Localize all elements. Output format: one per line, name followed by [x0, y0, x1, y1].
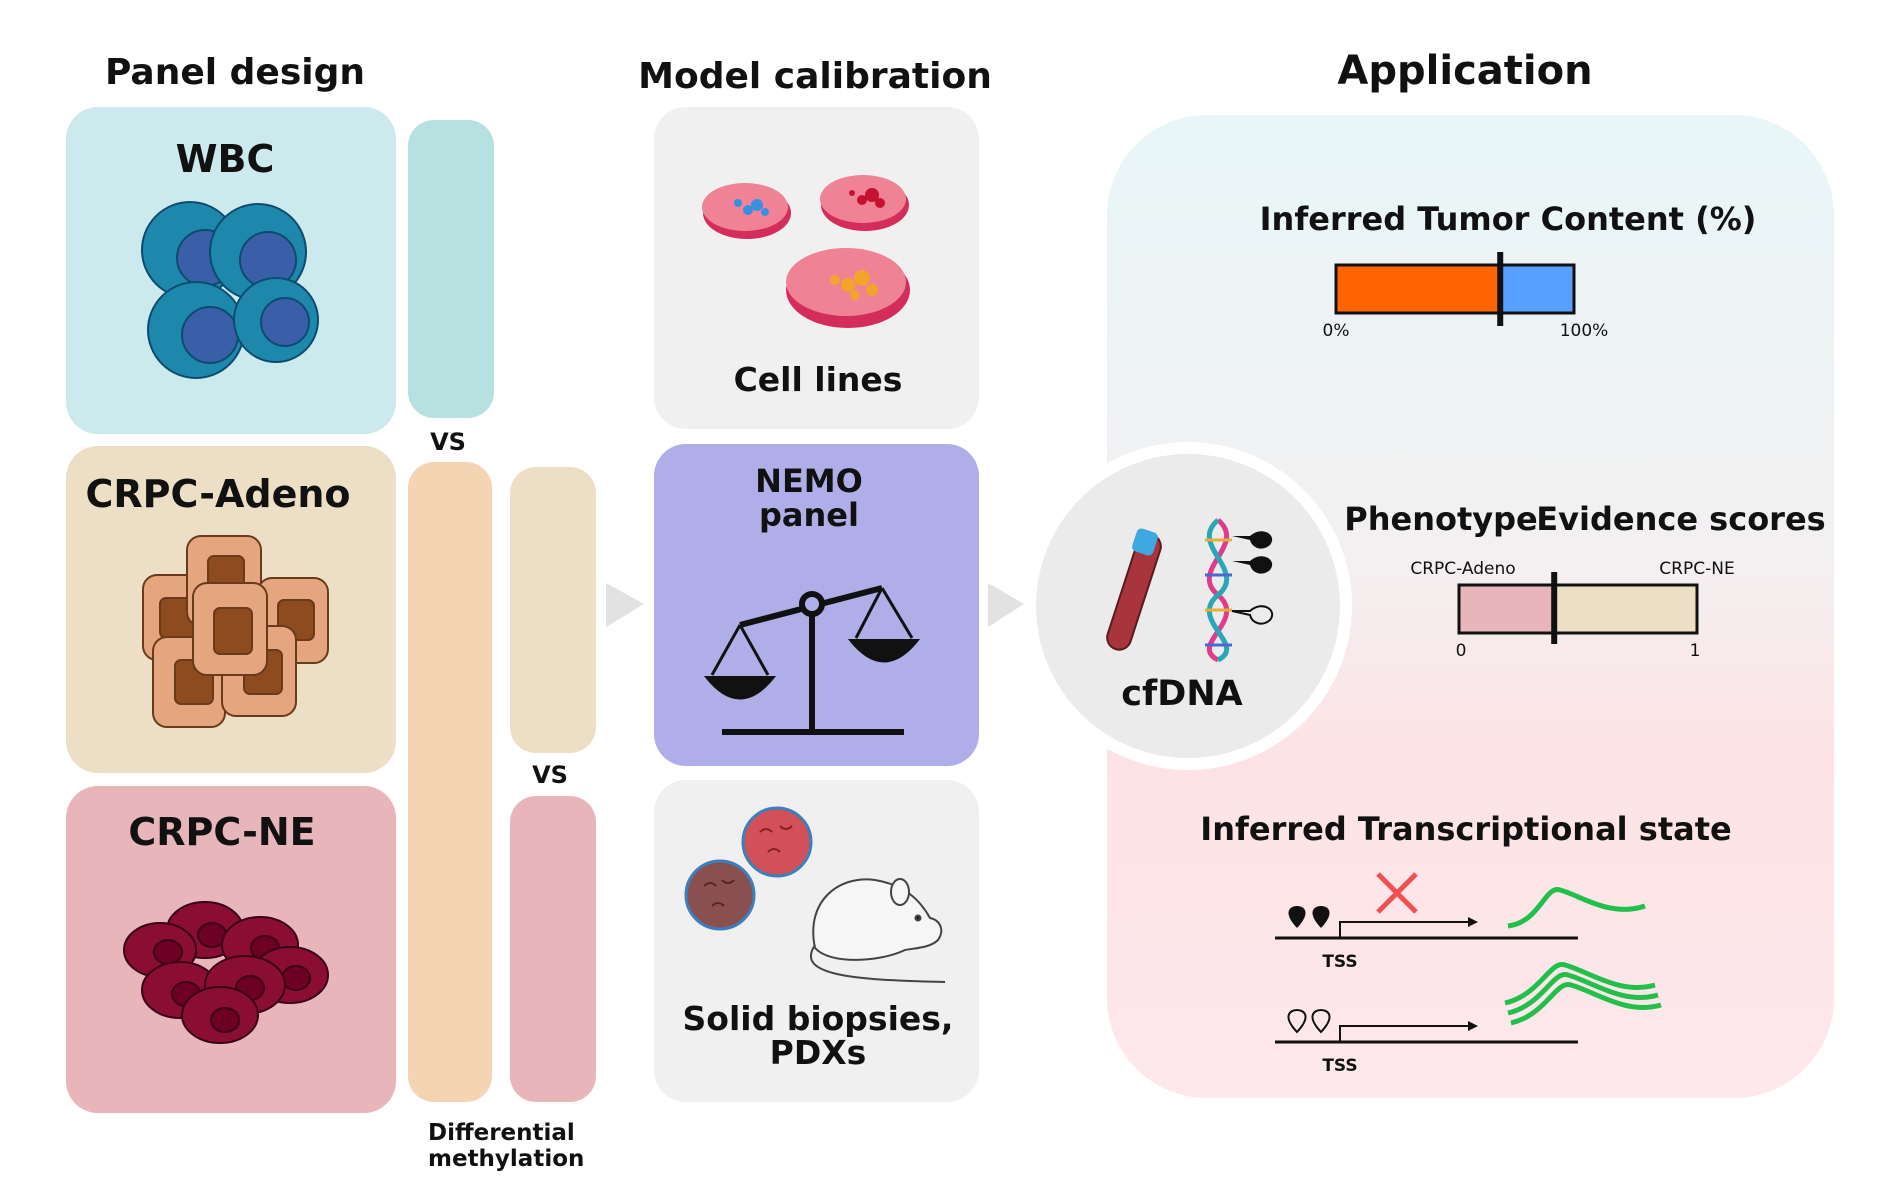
adeno-cells-icon — [142, 535, 329, 728]
phenotype-max-label: 1 — [1690, 641, 1701, 661]
differential-label-line2: methylation — [428, 1146, 584, 1172]
transcription-title: Inferred Transcriptional state — [1200, 810, 1731, 848]
methylated-cpg-icon-2 — [1312, 906, 1330, 928]
mouse-icon — [809, 878, 946, 983]
arrow-right-icon — [606, 583, 644, 627]
biopsies-panel: Solid biopsies, PDXs — [654, 780, 979, 1102]
cell-lines-panel: Cell lines — [654, 107, 979, 429]
phenotype-left-label: CRPC-Adeno — [1410, 559, 1515, 579]
tumor-fraction-bar — [1336, 265, 1501, 313]
nemo-label-line1: NEMO — [755, 462, 863, 500]
methylated-cpg-icon — [1288, 906, 1306, 928]
nemo-label-line2: panel — [759, 496, 859, 534]
dna-methylation-icon — [1205, 518, 1273, 663]
wbc-label: WBC — [176, 137, 275, 181]
ne-compare-bar — [510, 796, 596, 1102]
normal-fraction-bar — [1500, 265, 1574, 313]
tumor-sample-icon — [684, 806, 813, 931]
tss-label-1: TSS — [1322, 952, 1357, 972]
cell-lines-label: Cell lines — [734, 360, 903, 399]
wbc-compare-bar — [408, 120, 494, 418]
application-title: Application — [1337, 48, 1592, 94]
evidence-scores-title: Evidence scores — [1536, 500, 1825, 538]
vs-label-2: VS — [532, 761, 568, 789]
tss-label-2: TSS — [1322, 1056, 1357, 1076]
biopsies-label-line1: Solid biopsies, — [683, 999, 954, 1038]
unmethylated-cpg-icon — [1287, 1008, 1307, 1034]
transcription-section: Inferred Transcriptional state TSS TSS — [1200, 810, 1731, 1076]
low-expression-curve — [1507, 887, 1646, 929]
blood-tube-icon — [1106, 528, 1162, 651]
cfdna-label: cfDNA — [1121, 674, 1242, 714]
balance-scale-icon — [703, 585, 921, 735]
phenotype-section: Phenotype Evidence scores CRPC-Adeno CRP… — [1344, 500, 1825, 661]
ne-cells-icon — [123, 901, 329, 1044]
tumor-min-label: 0% — [1323, 321, 1350, 341]
tumor-compare-bar — [408, 462, 492, 1102]
ne-score-bar — [1554, 585, 1697, 633]
tumor-bar-frame — [1334, 263, 1576, 315]
unmethylated-cpg-icon-2 — [1311, 1008, 1331, 1034]
model-calibration-title: Model calibration — [638, 56, 992, 97]
phenotype-bar-frame — [1457, 583, 1699, 635]
differential-label-line1: Differential — [428, 1120, 575, 1146]
adeno-compare-bar — [510, 467, 596, 753]
phenotype-min-label: 0 — [1456, 641, 1467, 661]
panel-design-title: Panel design — [105, 52, 365, 93]
blocked-cross-icon — [1376, 872, 1418, 914]
petri-dish-icon — [702, 175, 910, 328]
crpc-adeno-panel: CRPC-Adeno — [66, 446, 396, 773]
white-blood-cells-icon — [141, 201, 319, 379]
crpc-adeno-label: CRPC-Adeno — [85, 472, 350, 516]
phenotype-right-label: CRPC-NE — [1659, 559, 1734, 579]
nemo-panel: NEMO panel — [654, 444, 979, 766]
silenced-gene-row: TSS — [1275, 872, 1646, 972]
active-gene-row: TSS — [1275, 962, 1662, 1076]
biopsies-label-line2: PDXs — [770, 1033, 867, 1072]
tumor-content-title: Inferred Tumor Content (%) — [1260, 200, 1757, 238]
vs-label-1: VS — [430, 428, 466, 456]
wbc-panel: WBC — [66, 107, 396, 434]
phenotype-title: Phenotype — [1344, 500, 1537, 538]
tumor-max-label: 100% — [1560, 321, 1609, 341]
high-expression-curves — [1504, 962, 1662, 1026]
tumor-content-section: Inferred Tumor Content (%) 0% 100% — [1260, 200, 1757, 341]
arrow-right-icon-2 — [988, 583, 1024, 627]
comparison-bars: VS VS Differential methylation — [408, 120, 596, 1172]
crpc-ne-panel: CRPC-NE — [66, 786, 396, 1113]
adeno-score-bar — [1459, 585, 1555, 633]
crpc-ne-label: CRPC-NE — [128, 810, 315, 854]
cfdna-node: cfDNA — [1024, 442, 1352, 770]
